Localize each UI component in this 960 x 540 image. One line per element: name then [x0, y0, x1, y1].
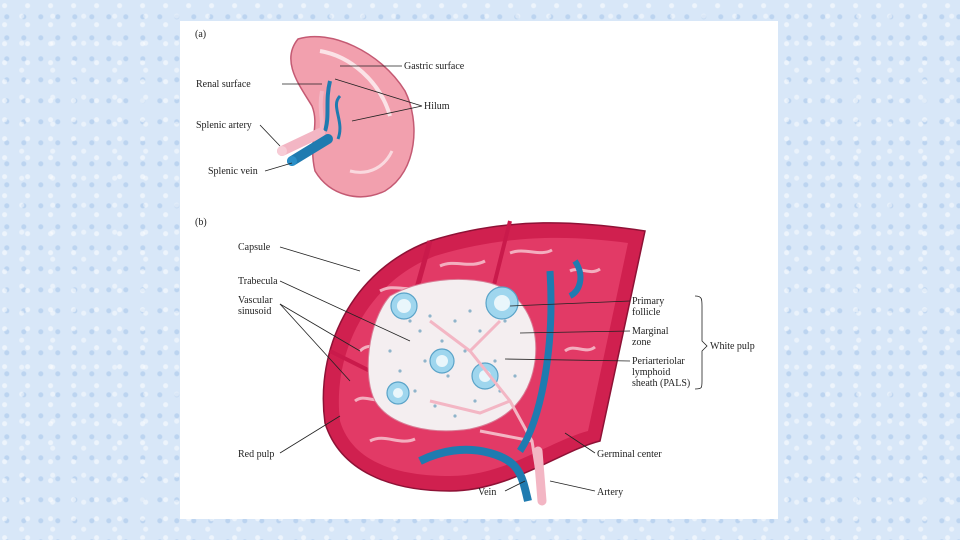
- hilum-label: Hilum: [424, 101, 450, 112]
- trabecula-label: Trabecula: [238, 276, 278, 287]
- spleen-exterior-drawing: [259, 35, 423, 198]
- renal-surface-label: Renal surface: [196, 79, 251, 90]
- gastric-surface-label: Gastric surface: [404, 61, 465, 72]
- panel-a-label: (a): [195, 29, 207, 40]
- panel-b-label: (b): [195, 217, 207, 228]
- splenic-vein-label: Splenic vein: [208, 166, 258, 177]
- white-pulp-label: White pulp: [710, 341, 755, 352]
- primary-follicle-label: Primary follicle: [632, 296, 665, 318]
- vascular-sinusoid-label: Vascular sinusoid: [238, 295, 273, 317]
- splenic-artery-label: Splenic artery: [196, 120, 252, 131]
- spleen-section-drawing: [279, 220, 708, 506]
- spleen-figure: (a) (b) Gastric surface Renal surface Hi…: [180, 21, 778, 519]
- vein-label: Vein: [478, 487, 497, 498]
- marginal-zone-label: Marginal zone: [632, 326, 669, 348]
- spleen-illustration: [259, 35, 708, 506]
- germinal-center-label: Germinal center: [597, 449, 662, 460]
- red-pulp-label: Red pulp: [238, 449, 275, 460]
- primary-follicles: [386, 286, 519, 405]
- capsule-label: Capsule: [238, 242, 271, 253]
- artery-label: Artery: [597, 487, 624, 498]
- pals-label: Periarteriolar lymphoid sheath (PALS): [632, 356, 691, 389]
